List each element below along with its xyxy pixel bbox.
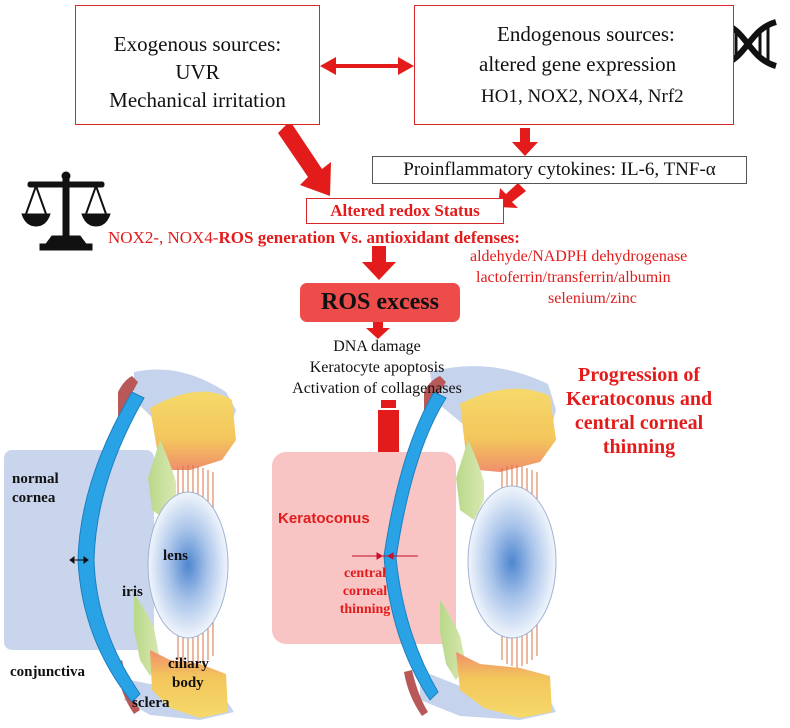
redox-status-text: Altered redox Status <box>330 201 480 220</box>
label-sclera: sclera <box>132 695 170 711</box>
exogenous-uvr: UVR <box>175 60 220 84</box>
endogenous-title: Endogenous sources: <box>497 22 675 46</box>
arrow-exogenous-to-redox <box>278 121 331 196</box>
label-thinning: thinning <box>339 602 391 617</box>
defense-item-1: aldehyde/NADPH dehydrogenase <box>470 248 688 265</box>
arrow-to-ros-excess <box>362 246 396 280</box>
label-body: body <box>172 675 204 691</box>
redox-status-box: Altered redox Status <box>306 198 504 224</box>
endogenous-sources-box: Endogenous sources: altered gene express… <box>414 5 734 125</box>
label-central: central <box>344 566 386 581</box>
exogenous-mechanical: Mechanical irritation <box>109 88 286 112</box>
label-corneal: corneal <box>342 584 388 599</box>
bidirectional-arrow <box>320 57 414 75</box>
label-normal: normal <box>12 471 59 487</box>
arrow-cytokines-to-redox <box>498 183 526 208</box>
keratoconus-eye-illustration <box>272 366 557 720</box>
label-cornea: cornea <box>12 490 56 506</box>
scales-icon <box>21 171 111 251</box>
exogenous-sources-box: Exogenous sources: UVR Mechanical irrita… <box>75 5 320 125</box>
progression-line-1: Progression of <box>577 364 701 386</box>
keratoconus-panel <box>272 452 456 644</box>
ros-generation-vs-defenses: ROS generation Vs. antioxidant defenses: <box>218 228 520 247</box>
ros-excess-text: ROS excess <box>321 289 439 315</box>
label-lens: lens <box>163 548 189 564</box>
label-conjunctiva: conjunctiva <box>10 664 85 680</box>
label-iris: iris <box>122 584 143 600</box>
defense-item-3: selenium/zinc <box>548 290 637 307</box>
effect-dna-damage: DNA damage <box>333 338 421 355</box>
label-ciliary: ciliary <box>168 656 209 672</box>
endogenous-altered-expression: altered gene expression <box>479 52 677 76</box>
defense-item-2: lactoferrin/transferrin/albumin <box>476 269 671 286</box>
normal-eye-illustration <box>4 369 236 720</box>
arrow-to-effects <box>366 322 390 339</box>
progression-line-4: thinning <box>602 436 676 458</box>
progression-line-2: Keratoconus and <box>565 388 713 410</box>
arrow-endogenous-to-cytokines <box>512 128 538 156</box>
ros-vs-antioxidant-line: NOX2-, NOX4-ROS generation Vs. antioxida… <box>108 228 520 248</box>
label-keratoconus: Keratoconus <box>278 510 370 527</box>
exogenous-title: Exogenous sources: <box>113 32 282 56</box>
ros-excess-box: ROS excess <box>300 283 460 322</box>
endogenous-genes: HO1, NOX2, NOX4, Nrf2 <box>481 86 684 107</box>
effect-collagenases: Activation of collagenases <box>292 380 462 397</box>
effect-keratocyte-apoptosis: Keratocyte apoptosis <box>309 359 445 376</box>
nox-prefix: NOX2-, NOX4- <box>108 228 219 247</box>
progression-line-3: central corneal <box>574 412 704 434</box>
cytokines-box: Proinflammatory cytokines: IL-6, TNF-α <box>372 156 747 184</box>
cytokines-text: Proinflammatory cytokines: IL-6, TNF-α <box>403 159 716 180</box>
